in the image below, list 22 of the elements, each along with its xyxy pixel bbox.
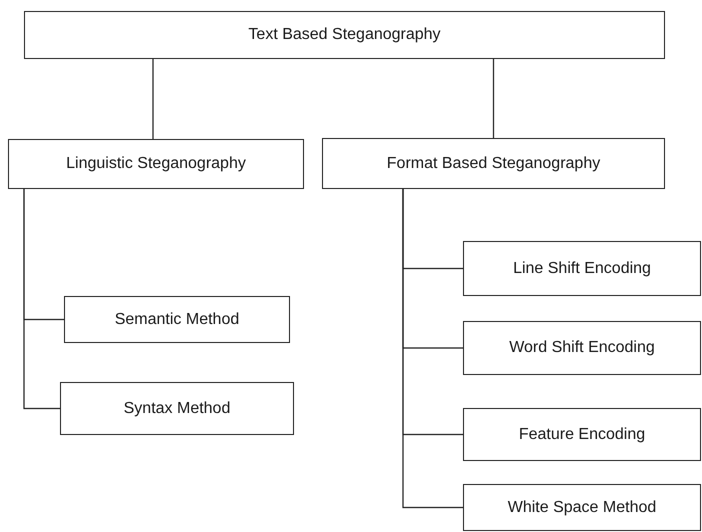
root-box (24, 11, 665, 59)
category-box (8, 139, 304, 189)
connector-line (152, 59, 154, 139)
method-box (463, 484, 701, 531)
node-label: Feature Encoding (518, 426, 646, 444)
method-box (60, 382, 294, 435)
category-box (322, 138, 665, 189)
method-box (463, 408, 701, 461)
connector-line (23, 189, 60, 410)
connector-line (492, 59, 494, 138)
node-label: White Space Method (508, 498, 656, 516)
node-label: Syntax Method (124, 400, 230, 418)
node-label: Text Based Steganography (248, 26, 441, 44)
node-label: Line Shift Encoding (513, 260, 651, 278)
connector-line (402, 189, 463, 508)
method-box (64, 296, 290, 343)
node-label: Word Shift Encoding (509, 339, 655, 357)
node-label: Linguistic Steganography (66, 155, 246, 173)
method-box (463, 321, 701, 375)
node-label: Semantic Method (114, 310, 240, 328)
node-label: Format Based Steganography (386, 154, 600, 172)
method-box (463, 241, 701, 296)
